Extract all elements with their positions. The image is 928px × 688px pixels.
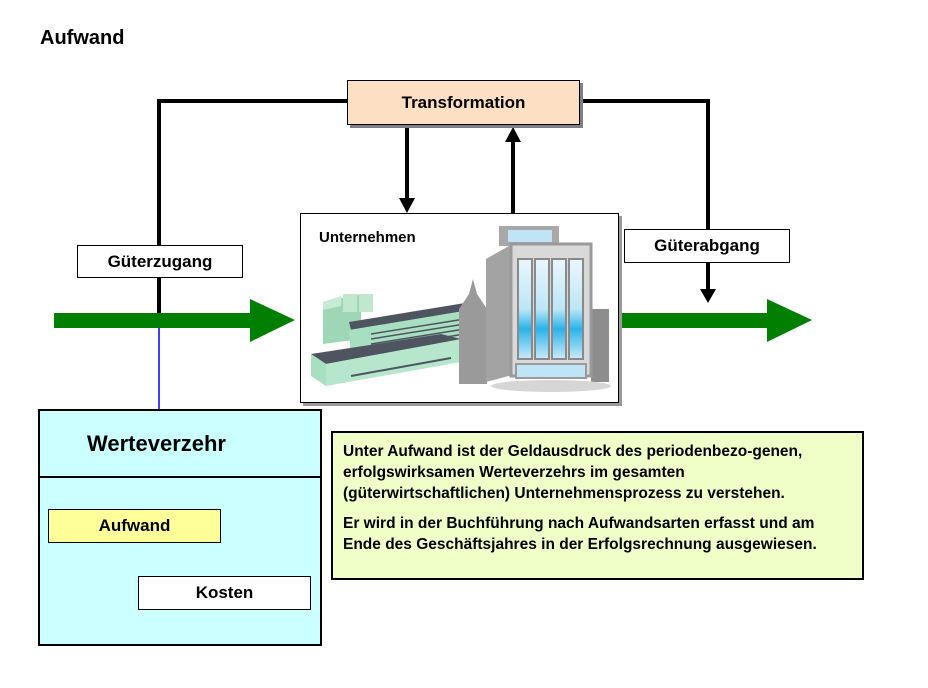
kosten-label: Kosten: [195, 583, 254, 602]
inflow-label-box: Güterzugang: [77, 245, 243, 278]
werteverzehr-box: Werteverzehr Aufwand Kosten: [38, 409, 322, 646]
flow-arrow-in-shaft: [54, 313, 252, 328]
inflow-label: Güterzugang: [107, 251, 213, 271]
buildings-illustration: [311, 226, 611, 392]
definition-paragraph: Er wird in der Buchführung nach Aufwands…: [343, 515, 817, 553]
factory-icon: [311, 294, 476, 386]
outflow-label-box: Güterabgang: [624, 229, 790, 263]
flow-arrow-out-head: [767, 299, 812, 342]
company-box: Unternehmen: [300, 213, 619, 403]
werteverzehr-heading: Werteverzehr: [40, 411, 320, 478]
office-tower-icon: [459, 226, 611, 392]
transformation-box: Transformation: [347, 80, 580, 125]
outflow-label: Güterabgang: [654, 236, 760, 255]
arrowhead-down-company: [399, 198, 415, 213]
transformation-label: Transformation: [401, 92, 526, 112]
kosten-box: Kosten: [138, 576, 311, 610]
connector-right: [580, 99, 710, 290]
aufwand-box: Aufwand: [48, 509, 221, 543]
arrowhead-up-transformation: [505, 127, 521, 142]
page-title: Aufwand: [40, 27, 125, 49]
definition-paragraph: Unter Aufwand ist der Geldausdruck des p…: [343, 443, 803, 502]
flow-arrow-out-shaft: [619, 313, 769, 328]
company-label: Unternehmen: [319, 229, 416, 246]
flow-arrow-in-head: [250, 299, 295, 342]
definition-box: Unter Aufwand ist der Geldausdruck des p…: [331, 431, 864, 580]
aufwand-label: Aufwand: [98, 516, 171, 535]
arrowhead-down-outflow: [700, 289, 716, 303]
